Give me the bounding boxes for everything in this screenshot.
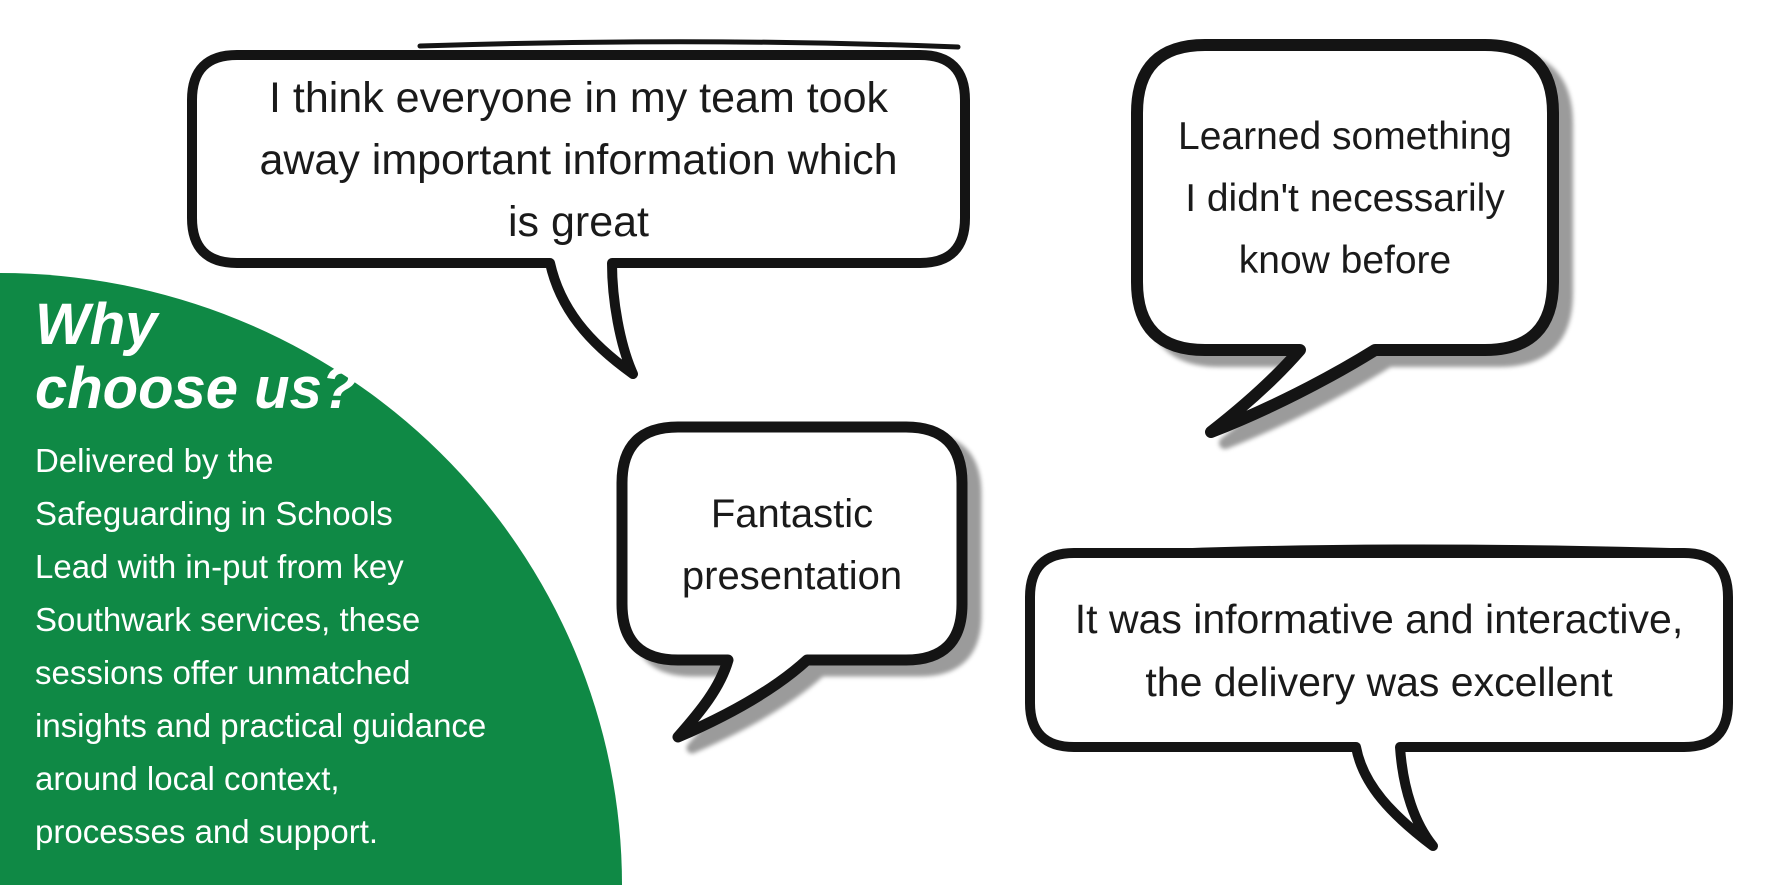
panel-body-text: Delivered by the Safeguarding in Schools… — [35, 442, 487, 850]
quote-text-bottom-right: It was informative and interactive, the … — [1074, 596, 1684, 705]
quote-text-top-left: I think everyone in my team took away im… — [259, 74, 898, 246]
speech-bubble-bottom-right — [1025, 548, 1733, 851]
doodle-stroke-bottom-right — [1177, 544, 1693, 554]
quote-text-middle: Fantastic presentation — [681, 491, 903, 598]
panel-heading: Why choose us? — [35, 292, 358, 421]
doodle-stroke-top-left — [417, 39, 961, 50]
quote-text-top-right: Learned something I didn't necessarily k… — [1178, 114, 1512, 282]
speech-bubble-top-right — [1131, 39, 1559, 438]
speech-bubble-middle — [616, 421, 968, 743]
speech-bubble-top-left — [187, 50, 970, 379]
